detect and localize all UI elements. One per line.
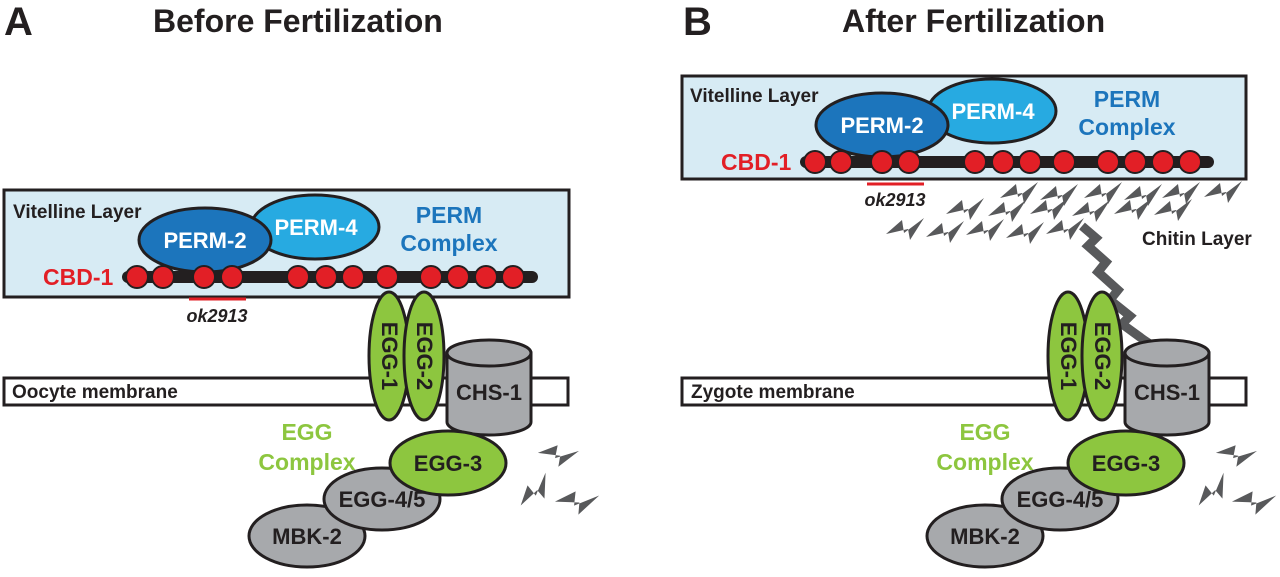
vitelline-label-b: Vitelline Layer: [690, 86, 819, 107]
panel-b-title: After Fertilization: [842, 3, 1105, 39]
cbd1-label-b: CBD-1: [721, 149, 791, 175]
allele-label-a: ok2913: [186, 306, 247, 326]
egg-complex-a-2: Complex: [258, 449, 355, 475]
panel-b-letter: B: [683, 0, 712, 44]
panel-a-letter: A: [4, 0, 33, 44]
panel-b: B After Fertilization Vitelline Layer PE…: [680, 0, 1277, 569]
egg45-label-a: EGG-4/5: [339, 487, 426, 512]
mbk2-b: [925, 503, 1045, 569]
cbd1-label-a: CBD-1: [43, 264, 113, 290]
chs1-b: CHS-1: [1123, 338, 1211, 437]
egg-complex-b-2: Complex: [936, 449, 1033, 475]
chs1-label-a: CHS-1: [456, 380, 522, 405]
egg-complex-b-1: EGG: [959, 419, 1010, 445]
perm-complex-a-1: PERM: [416, 202, 482, 228]
panel-a: A Before Fertilization Vitelline Layer P…: [2, 0, 600, 569]
panel-a-title: Before Fertilization: [153, 3, 443, 39]
perm-complex-a-2: Complex: [400, 230, 497, 256]
egg1-label-a: EGG-1: [377, 322, 402, 390]
perm2-label-b: PERM-2: [840, 113, 923, 138]
egg2-label-a: EGG-2: [412, 322, 437, 390]
membrane-label-b: Zygote membrane: [691, 382, 855, 403]
mbk2-label-a: MBK-2: [272, 524, 342, 549]
egg1-label-b: EGG-1: [1056, 322, 1081, 390]
perm4-label-b: PERM-4: [951, 99, 1035, 124]
egg3-label-a: EGG-3: [414, 451, 482, 476]
egg2-label-b: EGG-2: [1090, 322, 1115, 390]
egg45-label-b: EGG-4/5: [1017, 487, 1104, 512]
chs1-label-b: CHS-1: [1134, 380, 1200, 405]
egg3-label-b: EGG-3: [1092, 451, 1160, 476]
chitin-fragments-b: [1190, 437, 1277, 519]
membrane-label-a: Oocyte membrane: [12, 382, 178, 403]
allele-label-b: ok2913: [864, 190, 925, 210]
vitelline-label-a: Vitelline Layer: [13, 202, 142, 223]
perm4-label-a: PERM-4: [274, 215, 358, 240]
egg3-a: [388, 429, 508, 497]
mbk2-label-b: MBK-2: [950, 524, 1020, 549]
chitin-layer-label: Chitin Layer: [1142, 229, 1252, 250]
chitin-fragments-a: [512, 437, 600, 519]
egg3-b: [1066, 429, 1186, 497]
egg2-b: [1080, 290, 1124, 422]
egg-complex-a-1: EGG: [281, 419, 332, 445]
perm2-label-a: PERM-2: [163, 228, 246, 253]
perm-complex-b-2: Complex: [1078, 114, 1175, 140]
cbd1-domains-b: [803, 150, 1202, 174]
egg2-a: [402, 290, 446, 422]
cbd1-domains-a: [125, 265, 525, 289]
chs1-a: CHS-1: [445, 338, 533, 437]
perm-complex-b-1: PERM: [1094, 86, 1160, 112]
mbk2-a: [247, 503, 367, 569]
